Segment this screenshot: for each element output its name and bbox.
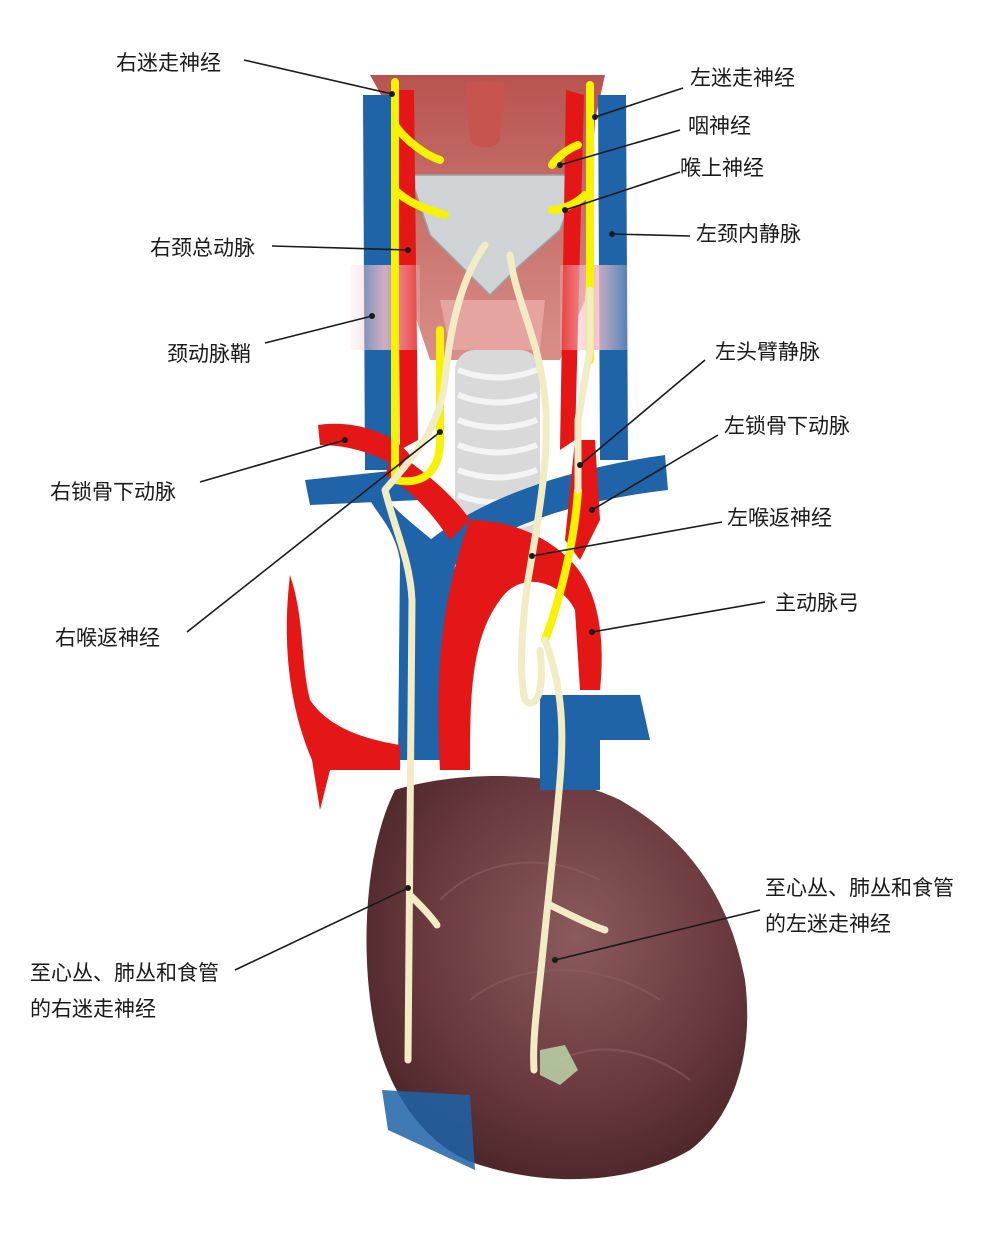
inferior-vena-cava [382, 1090, 475, 1170]
label-left-vagus-branches-line2: 的左迷走神经 [765, 912, 891, 936]
label-superior-laryngeal-nerve: 喉上神经 [680, 156, 764, 180]
pulmonary-vein-blue [540, 695, 650, 790]
label-left-vagus: 左迷走神经 [690, 66, 795, 90]
label-right-vagus-branches-line2: 的右迷走神经 [30, 997, 156, 1021]
cricoid [440, 300, 545, 350]
right-recurrent-laryngeal-nerve [381, 241, 489, 494]
label-right-vagus: 右迷走神经 [116, 51, 221, 75]
leader-dots [342, 91, 615, 963]
epiglottis [465, 81, 505, 148]
heart [366, 776, 748, 1180]
label-aortic-arch: 主动脉弓 [775, 591, 859, 615]
label-left-vagus-branches: 至心丛、肺丛和食管 的左迷走神经 [765, 870, 954, 942]
label-right-common-carotid-artery: 右颈总动脉 [150, 236, 255, 260]
label-right-recurrent-laryngeal-nerve: 右喉返神经 [55, 626, 160, 650]
label-left-vagus-branches-line1: 至心丛、肺丛和食管 [765, 876, 954, 900]
label-right-vagus-branches-line1: 至心丛、肺丛和食管 [30, 961, 219, 985]
nerve-end-plexus [540, 1045, 578, 1085]
label-left-brachiocephalic-vein: 左头臂静脉 [715, 340, 820, 364]
label-carotid-sheath: 颈动脉鞘 [167, 342, 251, 366]
carotid-sheath-left [560, 265, 630, 350]
carotid-sheath-right [350, 265, 420, 350]
leader-lines [186, 59, 766, 971]
left-vagus-lower [530, 286, 609, 1074]
label-pharyngeal-nerve: 咽神经 [688, 114, 751, 138]
label-left-internal-jugular-vein: 左颈内静脉 [696, 222, 801, 246]
label-left-subclavian-artery: 左锁骨下动脉 [724, 414, 850, 438]
left-recurrent-laryngeal-nerve [506, 251, 550, 707]
right-vagus-lower [381, 486, 441, 1064]
label-left-recurrent-laryngeal-nerve: 左喉返神经 [727, 506, 832, 530]
label-right-vagus-branches: 至心丛、肺丛和食管 的右迷走神经 [30, 955, 219, 1027]
right-subclavian-artery [318, 423, 410, 470]
heart-surface-detail [439, 861, 691, 1081]
pulmonary-artery [286, 575, 400, 810]
brachiocephalic-trunk [385, 450, 470, 540]
label-right-subclavian-artery: 右锁骨下动脉 [50, 480, 176, 504]
